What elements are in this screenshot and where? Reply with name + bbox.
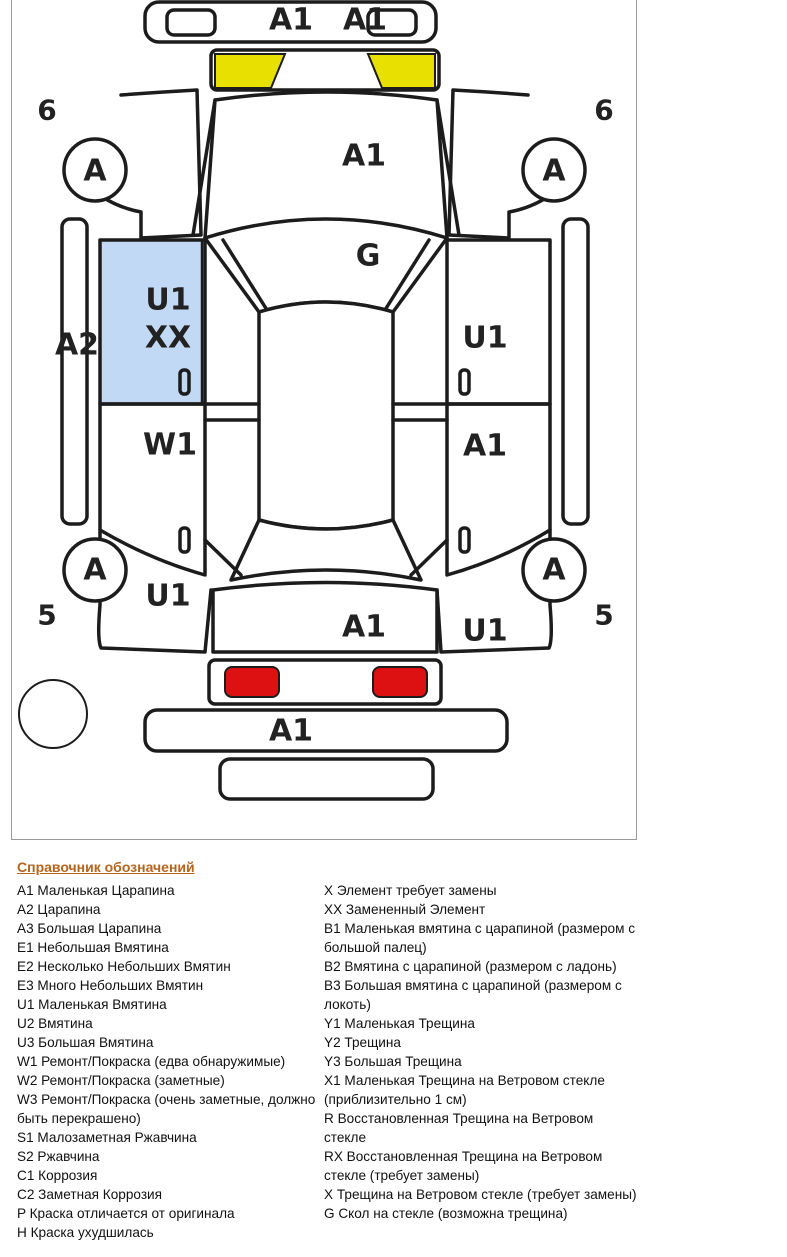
label-num-front-right: 6 xyxy=(594,94,613,127)
roof xyxy=(257,300,395,531)
front-fender-right xyxy=(447,88,551,240)
door-handle-icon xyxy=(458,526,471,554)
spare-wheel-icon xyxy=(18,679,88,749)
front-bumper xyxy=(143,0,438,44)
front-fender-left xyxy=(99,88,203,240)
legend-item: G Скол на стекле (возможна трещина) xyxy=(324,1206,568,1221)
legend-item: S2 Ржавчина xyxy=(17,1149,100,1164)
legend-item: A3 Большая Царапина xyxy=(17,921,162,936)
label-left-front-door-1: U1 xyxy=(145,283,190,318)
legend-item: C1 Коррозия xyxy=(17,1168,98,1183)
windshield xyxy=(203,217,449,314)
front-bumper-slot-icon xyxy=(165,8,217,37)
right-side-sill xyxy=(561,217,590,526)
legend-item: B1 Маленькая вмятина с царапиной (размер… xyxy=(324,921,636,955)
hood xyxy=(203,90,449,240)
car-damage-diagram: A1 A1 A1 G A2 U1 XX W1 U1 U1 A1 U1 A1 A1… xyxy=(11,0,637,840)
legend-item: A1 Маленькая Царапина xyxy=(17,883,175,898)
front-bumper-slot-icon xyxy=(366,8,418,37)
wheel-rear-left xyxy=(62,537,128,603)
rear-bumper xyxy=(143,708,509,753)
wheel-rear-right xyxy=(521,537,587,603)
door-handle-icon xyxy=(178,526,191,554)
legend-item: Y3 Большая Трещина xyxy=(324,1054,462,1069)
legend-item: U1 Маленькая Вмятина xyxy=(17,997,167,1012)
legend-item: W1 Ремонт/Покраска (едва обнаружимые) xyxy=(17,1054,286,1069)
legend-item: E3 Много Небольших Вмятин xyxy=(17,978,204,993)
label-front-bumper-right: A1 xyxy=(343,3,387,38)
legend-item: Y1 Маленькая Трещина xyxy=(324,1016,475,1031)
label-right-rear-door: A1 xyxy=(463,429,507,464)
label-left-rear-quarter: U1 xyxy=(145,579,190,614)
legend-item: W3 Ремонт/Покраска (очень заметные, долж… xyxy=(17,1092,316,1126)
label-left-rear-door: W1 xyxy=(143,428,197,463)
label-num-front-left: 6 xyxy=(37,94,56,127)
label-wheel-rear-right: A xyxy=(542,553,566,588)
legend-left-column: A1 Маленькая Царапина A2 Царапина A3 Больш… xyxy=(17,881,322,1242)
legend-item: XX Замененный Элемент xyxy=(324,902,486,917)
legend-item: H Краска ухудшилась xyxy=(17,1225,154,1240)
label-windshield: G xyxy=(356,239,381,274)
label-rear-bumper: A1 xyxy=(269,714,313,749)
legend-item: E1 Небольшая Вмятина xyxy=(17,940,169,955)
license-plate xyxy=(218,757,435,801)
legend-item: X1 Маленькая Трещина на Ветровом стекле … xyxy=(324,1073,605,1107)
label-left-fender: A2 xyxy=(55,328,99,363)
label-num-rear-left: 5 xyxy=(37,599,56,632)
label-trunk: A1 xyxy=(342,610,386,645)
door-handle-icon xyxy=(178,368,191,396)
label-left-front-door-2: XX xyxy=(145,321,191,356)
label-num-rear-right: 5 xyxy=(594,599,613,632)
rear-quarter-right xyxy=(435,528,554,654)
legend-item: RX Восстановленная Трещина на Ветровом с… xyxy=(324,1149,603,1183)
label-hood: A1 xyxy=(342,139,386,174)
label-wheel-front-left: A xyxy=(83,154,107,189)
left-rear-door xyxy=(98,402,207,577)
legend-item: B3 Большая вмятина с царапиной (размером… xyxy=(324,978,622,1012)
legend-item: X Трещина на Ветровом стекле (требует за… xyxy=(324,1187,637,1202)
legend-item: Y2 Трещина xyxy=(324,1035,401,1050)
rear-window xyxy=(229,518,423,582)
legend-item: P Краска отличается от оригинала xyxy=(17,1206,235,1221)
legend-item: C2 Заметная Коррозия xyxy=(17,1187,163,1202)
legend-item: E2 Несколько Небольших Вмятин xyxy=(17,959,231,974)
label-front-bumper-left: A1 xyxy=(269,3,313,38)
legend-item: W2 Ремонт/Покраска (заметные) xyxy=(17,1073,225,1088)
label-right-rear-quarter: U1 xyxy=(462,614,507,649)
legend-item: B2 Вмятина с царапиной (размером с ладон… xyxy=(324,959,617,974)
legend-item: A2 Царапина xyxy=(17,902,101,917)
label-wheel-rear-left: A xyxy=(83,553,107,588)
wheel-front-left xyxy=(62,137,128,203)
headlight-left-icon xyxy=(214,53,287,89)
taillight-left-icon xyxy=(224,666,280,698)
label-wheel-front-right: A xyxy=(542,154,566,189)
legend-item: S1 Малозаметная Ржавчина xyxy=(17,1130,197,1145)
taillight-right-icon xyxy=(372,666,428,698)
wheel-front-right xyxy=(521,137,587,203)
door-handle-icon xyxy=(458,368,471,396)
rear-quarter-left xyxy=(96,528,213,654)
headlight-right-icon xyxy=(366,53,436,89)
trunk-lid xyxy=(211,580,439,654)
left-side-sill xyxy=(60,217,89,526)
legend-item: R Восстановленная Трещина на Ветровом ст… xyxy=(324,1111,594,1145)
legend-right-column: X Элемент требует замены XX Замененный Эл… xyxy=(324,881,639,1223)
legend-item: U3 Большая Вмятина xyxy=(17,1035,154,1050)
car-outline: A1 A1 A1 G A2 U1 XX W1 U1 U1 A1 U1 A1 A1… xyxy=(18,0,614,801)
legend-title: Справочник обозначений xyxy=(17,859,195,875)
legend-item: X Элемент требует замены xyxy=(324,883,497,898)
label-right-front-door: U1 xyxy=(462,321,507,356)
legend-item: U2 Вмятина xyxy=(17,1016,93,1031)
